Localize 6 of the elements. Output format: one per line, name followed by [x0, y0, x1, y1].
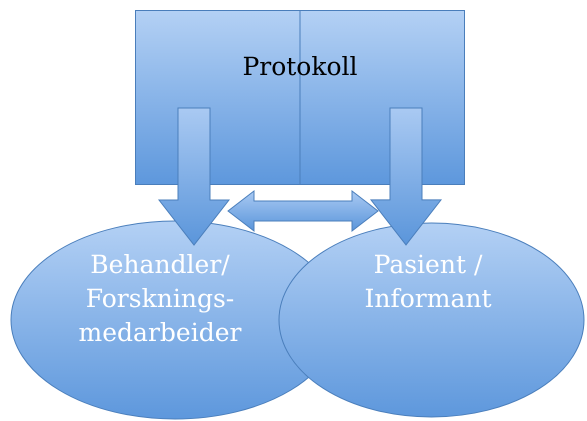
block-arrow: [370, 108, 442, 246]
box-title: Protokoll: [241, 51, 359, 83]
ellipse-label: Pasient / Informant: [364, 249, 492, 315]
block-arrow: [158, 108, 230, 246]
double-arrow: [227, 190, 379, 232]
ellipse-label: Behandler/ Forsknings-medarbeider: [78, 249, 242, 349]
